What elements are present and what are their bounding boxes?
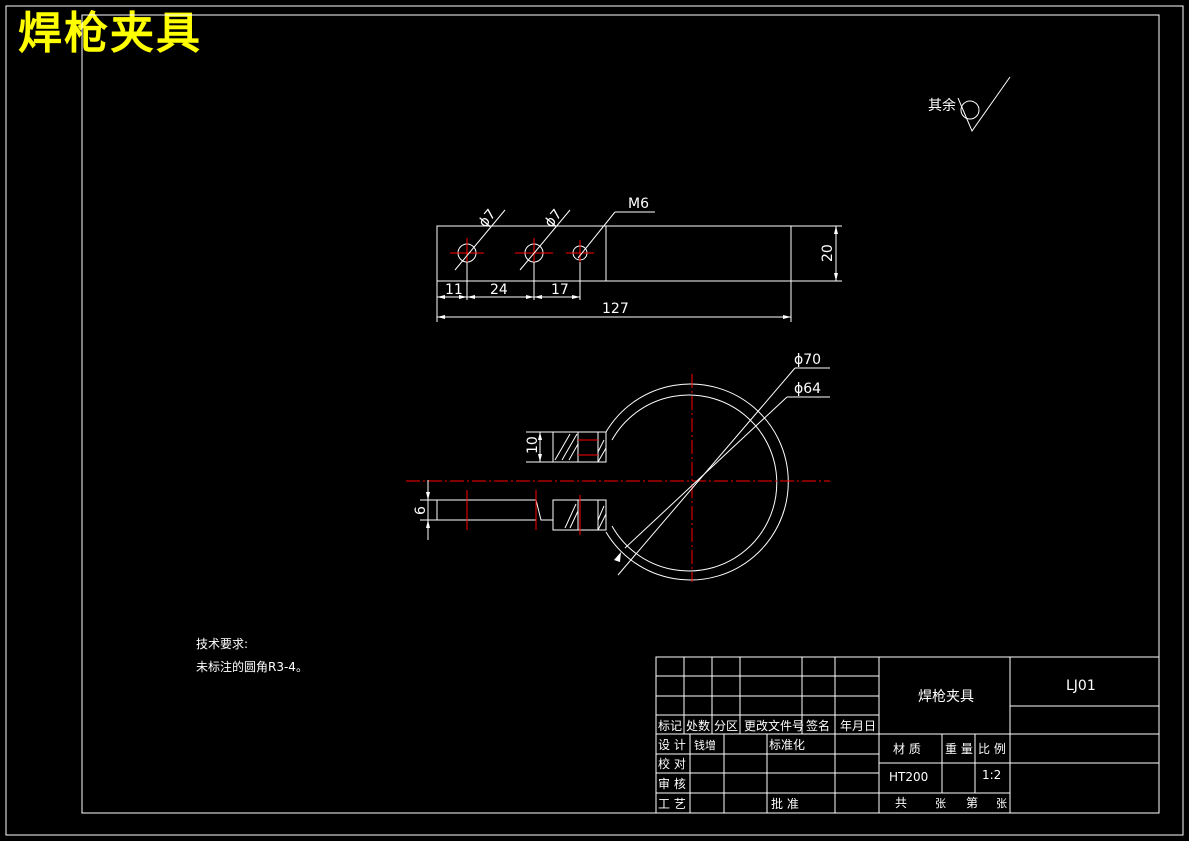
dim-127: 127 xyxy=(602,301,629,317)
ring-outer xyxy=(605,383,789,581)
dia-70: ϕ70 xyxy=(794,352,821,368)
callout-phi7-a: ϕ7 xyxy=(476,207,500,231)
front-view: 10 6 ϕ70 ϕ64 xyxy=(406,352,830,582)
scale-value: 1:2 xyxy=(982,768,1001,782)
top-view-outline xyxy=(436,225,792,282)
outer-border xyxy=(5,5,1184,836)
dim-6: 6 xyxy=(413,506,429,515)
drawing-number: LJ01 xyxy=(1066,678,1096,694)
upper-lug xyxy=(552,431,607,463)
notes-line1: 未标注的圆角R3-4。 xyxy=(196,659,308,674)
part-name: 焊枪夹具 xyxy=(918,688,974,705)
total-label: 共 xyxy=(895,796,907,810)
row-standardize: 标准化 xyxy=(769,738,805,752)
dia-64: ϕ64 xyxy=(794,381,821,397)
hdr-zone: 分区 xyxy=(714,719,738,733)
sheets-label: 张 xyxy=(935,797,946,810)
hdr-change-doc: 更改文件号 xyxy=(744,718,804,733)
material-label: 材 质 xyxy=(893,742,921,756)
sheet2-label: 张 xyxy=(996,797,1007,810)
dim-24: 24 xyxy=(490,282,508,298)
callout-m6: M6 xyxy=(628,196,649,212)
hdr-mark: 标记 xyxy=(658,719,682,733)
row-process: 工 艺 xyxy=(658,797,686,811)
dim-11: 11 xyxy=(445,282,463,298)
row-design: 设 计 xyxy=(658,738,686,752)
notes-title: 技术要求: xyxy=(196,637,248,651)
material-value: HT200 xyxy=(889,770,928,784)
title-block: 标记 处数 分区 更改文件号 签名 年月日 设 计 钱增 标准化 校 对 审 核… xyxy=(655,656,1160,814)
hdr-date: 年月日 xyxy=(840,719,876,733)
scale-label: 比 例 xyxy=(978,742,1006,756)
row-check: 校 对 xyxy=(658,756,686,771)
drawing-heading: 焊枪夹具 xyxy=(18,8,202,59)
ring-inner xyxy=(611,394,778,572)
callout-phi7-b: ϕ7 xyxy=(542,207,566,231)
surface-finish-symbol: 其余 xyxy=(928,76,1011,133)
technical-notes: 技术要求: 未标注的圆角R3-4。 xyxy=(196,637,308,674)
dim-10: 10 xyxy=(525,436,541,454)
inner-border xyxy=(81,14,1160,814)
weight-label: 重 量 xyxy=(945,742,973,756)
dim-20: 20 xyxy=(820,244,836,262)
sheet-label: 第 xyxy=(966,796,978,810)
hdr-count: 处数 xyxy=(686,718,710,733)
row-approve: 批 准 xyxy=(771,796,799,811)
surface-finish-label: 其余 xyxy=(928,97,956,114)
row-review: 审 核 xyxy=(658,776,686,791)
dim-17: 17 xyxy=(551,282,569,298)
top-view: ϕ7 ϕ7 M6 11 24 17 127 20 xyxy=(436,196,842,322)
designer-name: 钱增 xyxy=(694,738,716,752)
hdr-sign: 签名 xyxy=(806,718,830,733)
